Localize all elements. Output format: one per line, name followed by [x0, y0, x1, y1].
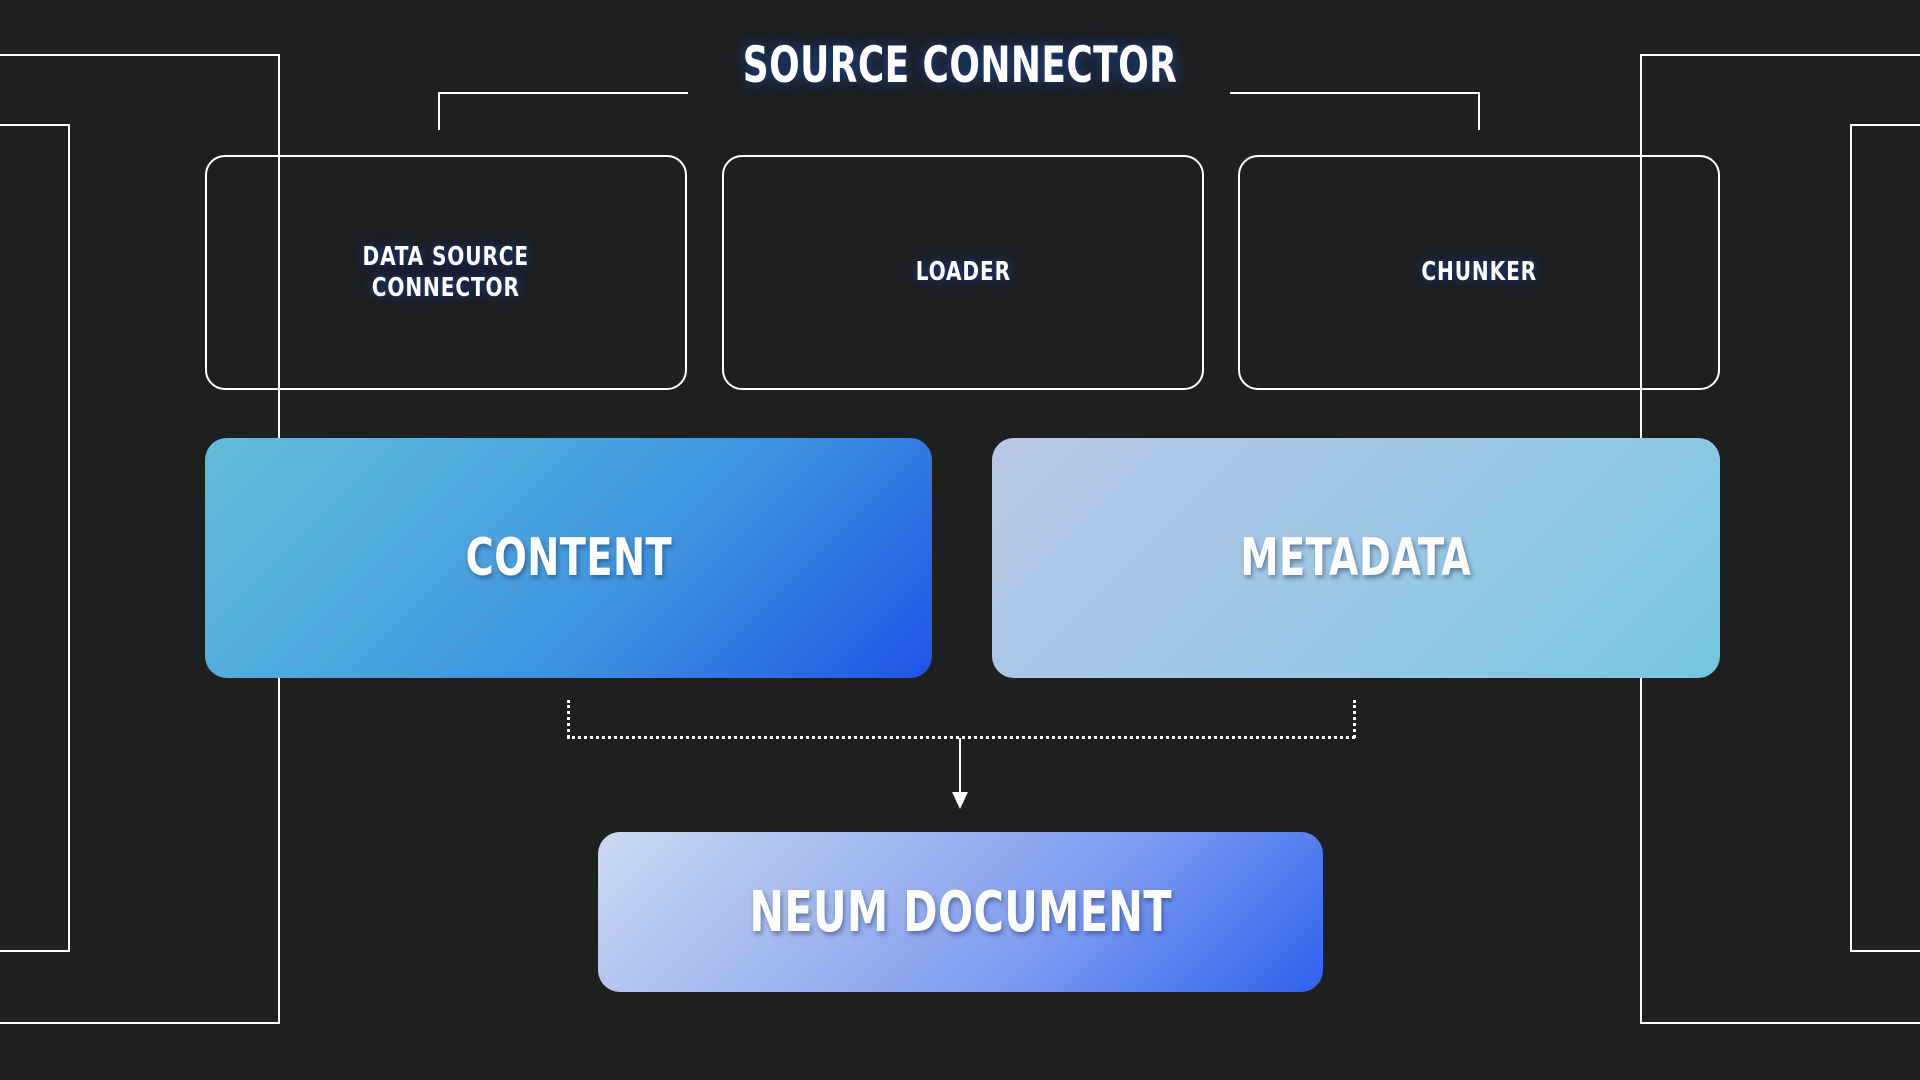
frame-inner-right-top [1850, 124, 1920, 126]
output-bar-label: METADATA [1240, 528, 1472, 588]
frame-inner-right-bottom [1850, 950, 1920, 952]
stage-card-chunker[interactable]: CHUNKER [1238, 155, 1720, 390]
connector-stub-right [1353, 700, 1356, 738]
header-bracket-right [1230, 92, 1480, 130]
stage-card-loader[interactable]: LOADER [722, 155, 1204, 390]
down-arrow-icon [952, 792, 968, 809]
result-bar-neum-document[interactable]: NEUM DOCUMENT [598, 832, 1323, 992]
frame-outer-left-bottom [0, 1022, 280, 1024]
frame-inner-left-vertical [68, 124, 70, 952]
output-bar-content[interactable]: CONTENT [205, 438, 932, 678]
connector-arrow-stem [959, 738, 961, 796]
output-bar-metadata[interactable]: METADATA [992, 438, 1720, 678]
stage-card-label: CHUNKER [1421, 257, 1537, 288]
connector-rail [567, 736, 1355, 739]
result-bar-label: NEUM DOCUMENT [749, 879, 1172, 945]
frame-outer-right-top [1640, 54, 1920, 56]
stage-card-label: LOADER [915, 257, 1011, 288]
frame-outer-right-bottom [1640, 1022, 1920, 1024]
frame-outer-left-top [0, 54, 280, 56]
frame-inner-right-vertical [1850, 124, 1852, 952]
frame-inner-left-bottom [0, 950, 70, 952]
header-bracket-left [438, 92, 688, 130]
stage-card-data-source-connector[interactable]: DATA SOURCE CONNECTOR [205, 155, 687, 390]
frame-inner-left-top [0, 124, 70, 126]
connector-stub-left [567, 700, 570, 738]
page-title: SOURCE CONNECTOR [742, 36, 1178, 94]
stage-card-label: DATA SOURCE CONNECTOR [362, 242, 530, 303]
output-bar-label: CONTENT [465, 528, 672, 588]
